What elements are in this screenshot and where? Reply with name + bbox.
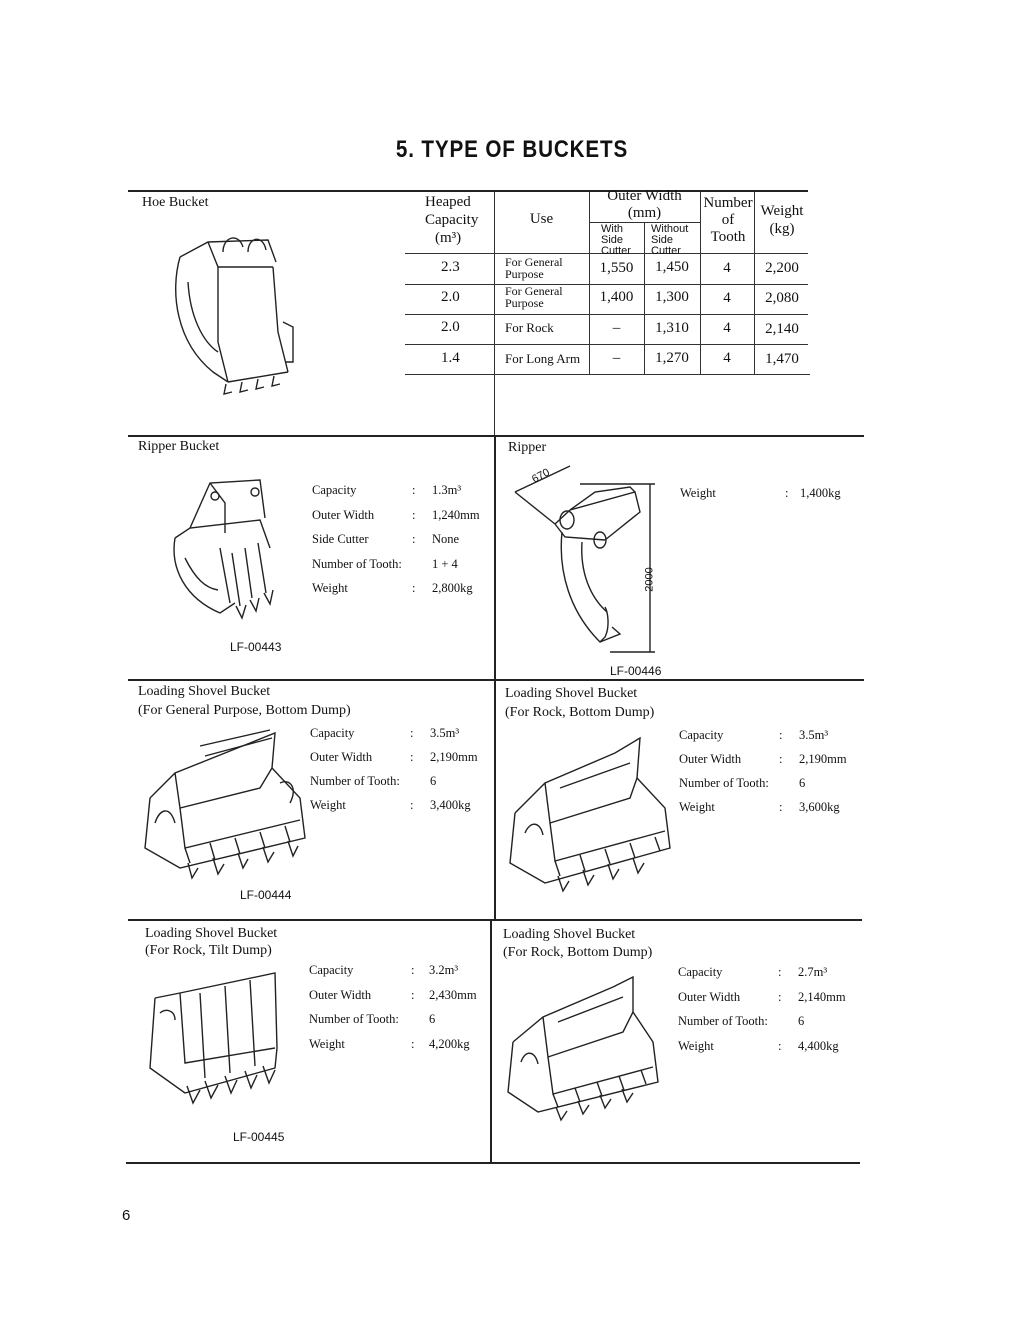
shovel-rock-tilt-illustration [149, 972, 278, 1105]
shovel-rock-tilt-label: Loading Shovel Bucket (For Rock, Tilt Du… [145, 926, 278, 958]
header-without-side-cutter: Without Side Cutter [651, 223, 689, 257]
top-rule [128, 190, 808, 192]
page-title: 5. TYPE OF BUCKETS [395, 136, 629, 163]
section-rule [128, 435, 864, 437]
shovel-rock-bottom-specs: Capacity:3.5m³ Outer Width:2,190mm Numbe… [679, 728, 847, 814]
header-outer-width: Outer Width (mm) [607, 188, 682, 221]
shovel-rock-tilt-specs: Capacity:3.2m³ Outer Width:2,430mm Numbe… [309, 963, 477, 1051]
section-rule [128, 919, 862, 921]
figure-code: LF-00446 [610, 664, 662, 678]
hoe-bucket-label: Hoe Bucket [142, 195, 209, 210]
shovel-rock-bottom-illustration [509, 736, 671, 893]
shovel-rock-bottom-2-illustration [507, 975, 659, 1122]
shovel-general-specs: Capacity:3.5m³ Outer Width:2,190mm Numbe… [310, 726, 478, 812]
ripper-bucket-label: Ripper Bucket [138, 439, 220, 454]
page-number: 6 [122, 1207, 131, 1224]
shovel-rock-bottom-label: Loading Shovel Bucket (For Rock, Bottom … [505, 686, 655, 720]
header-with-side-cutter: With Side Cutter [601, 223, 631, 257]
header-weight: Weight (kg) [760, 203, 804, 237]
section-rule [128, 679, 864, 681]
bottom-rule [126, 1162, 860, 1164]
ripper-illustration [514, 465, 655, 653]
ripper-bucket-illustration [173, 479, 274, 620]
dimension-2000: 2000 [643, 567, 656, 592]
figure-code: LF-00443 [230, 640, 282, 654]
ripper-bucket-specs: Capacity:1.3m³ Outer Width:1,240mm Side … [312, 483, 480, 595]
ripper-label: Ripper [508, 440, 547, 455]
figure-code: LF-00445 [233, 1130, 285, 1144]
shovel-general-label: Loading Shovel Bucket (For General Purpo… [138, 684, 351, 718]
hoe-bucket-illustration [175, 237, 294, 395]
header-capacity: Heaped Capacity (m³) [425, 194, 479, 246]
header-tooth: Number of Tooth [703, 195, 753, 245]
shovel-rock-bottom-2-label: Loading Shovel Bucket (For Rock, Bottom … [503, 927, 653, 960]
shovel-rock-bottom-2-specs: Capacity:2.7m³ Outer Width:2,140mm Numbe… [678, 965, 846, 1053]
figure-code: LF-00444 [240, 888, 292, 902]
header-use: Use [529, 211, 554, 227]
shovel-general-illustration [144, 729, 306, 880]
